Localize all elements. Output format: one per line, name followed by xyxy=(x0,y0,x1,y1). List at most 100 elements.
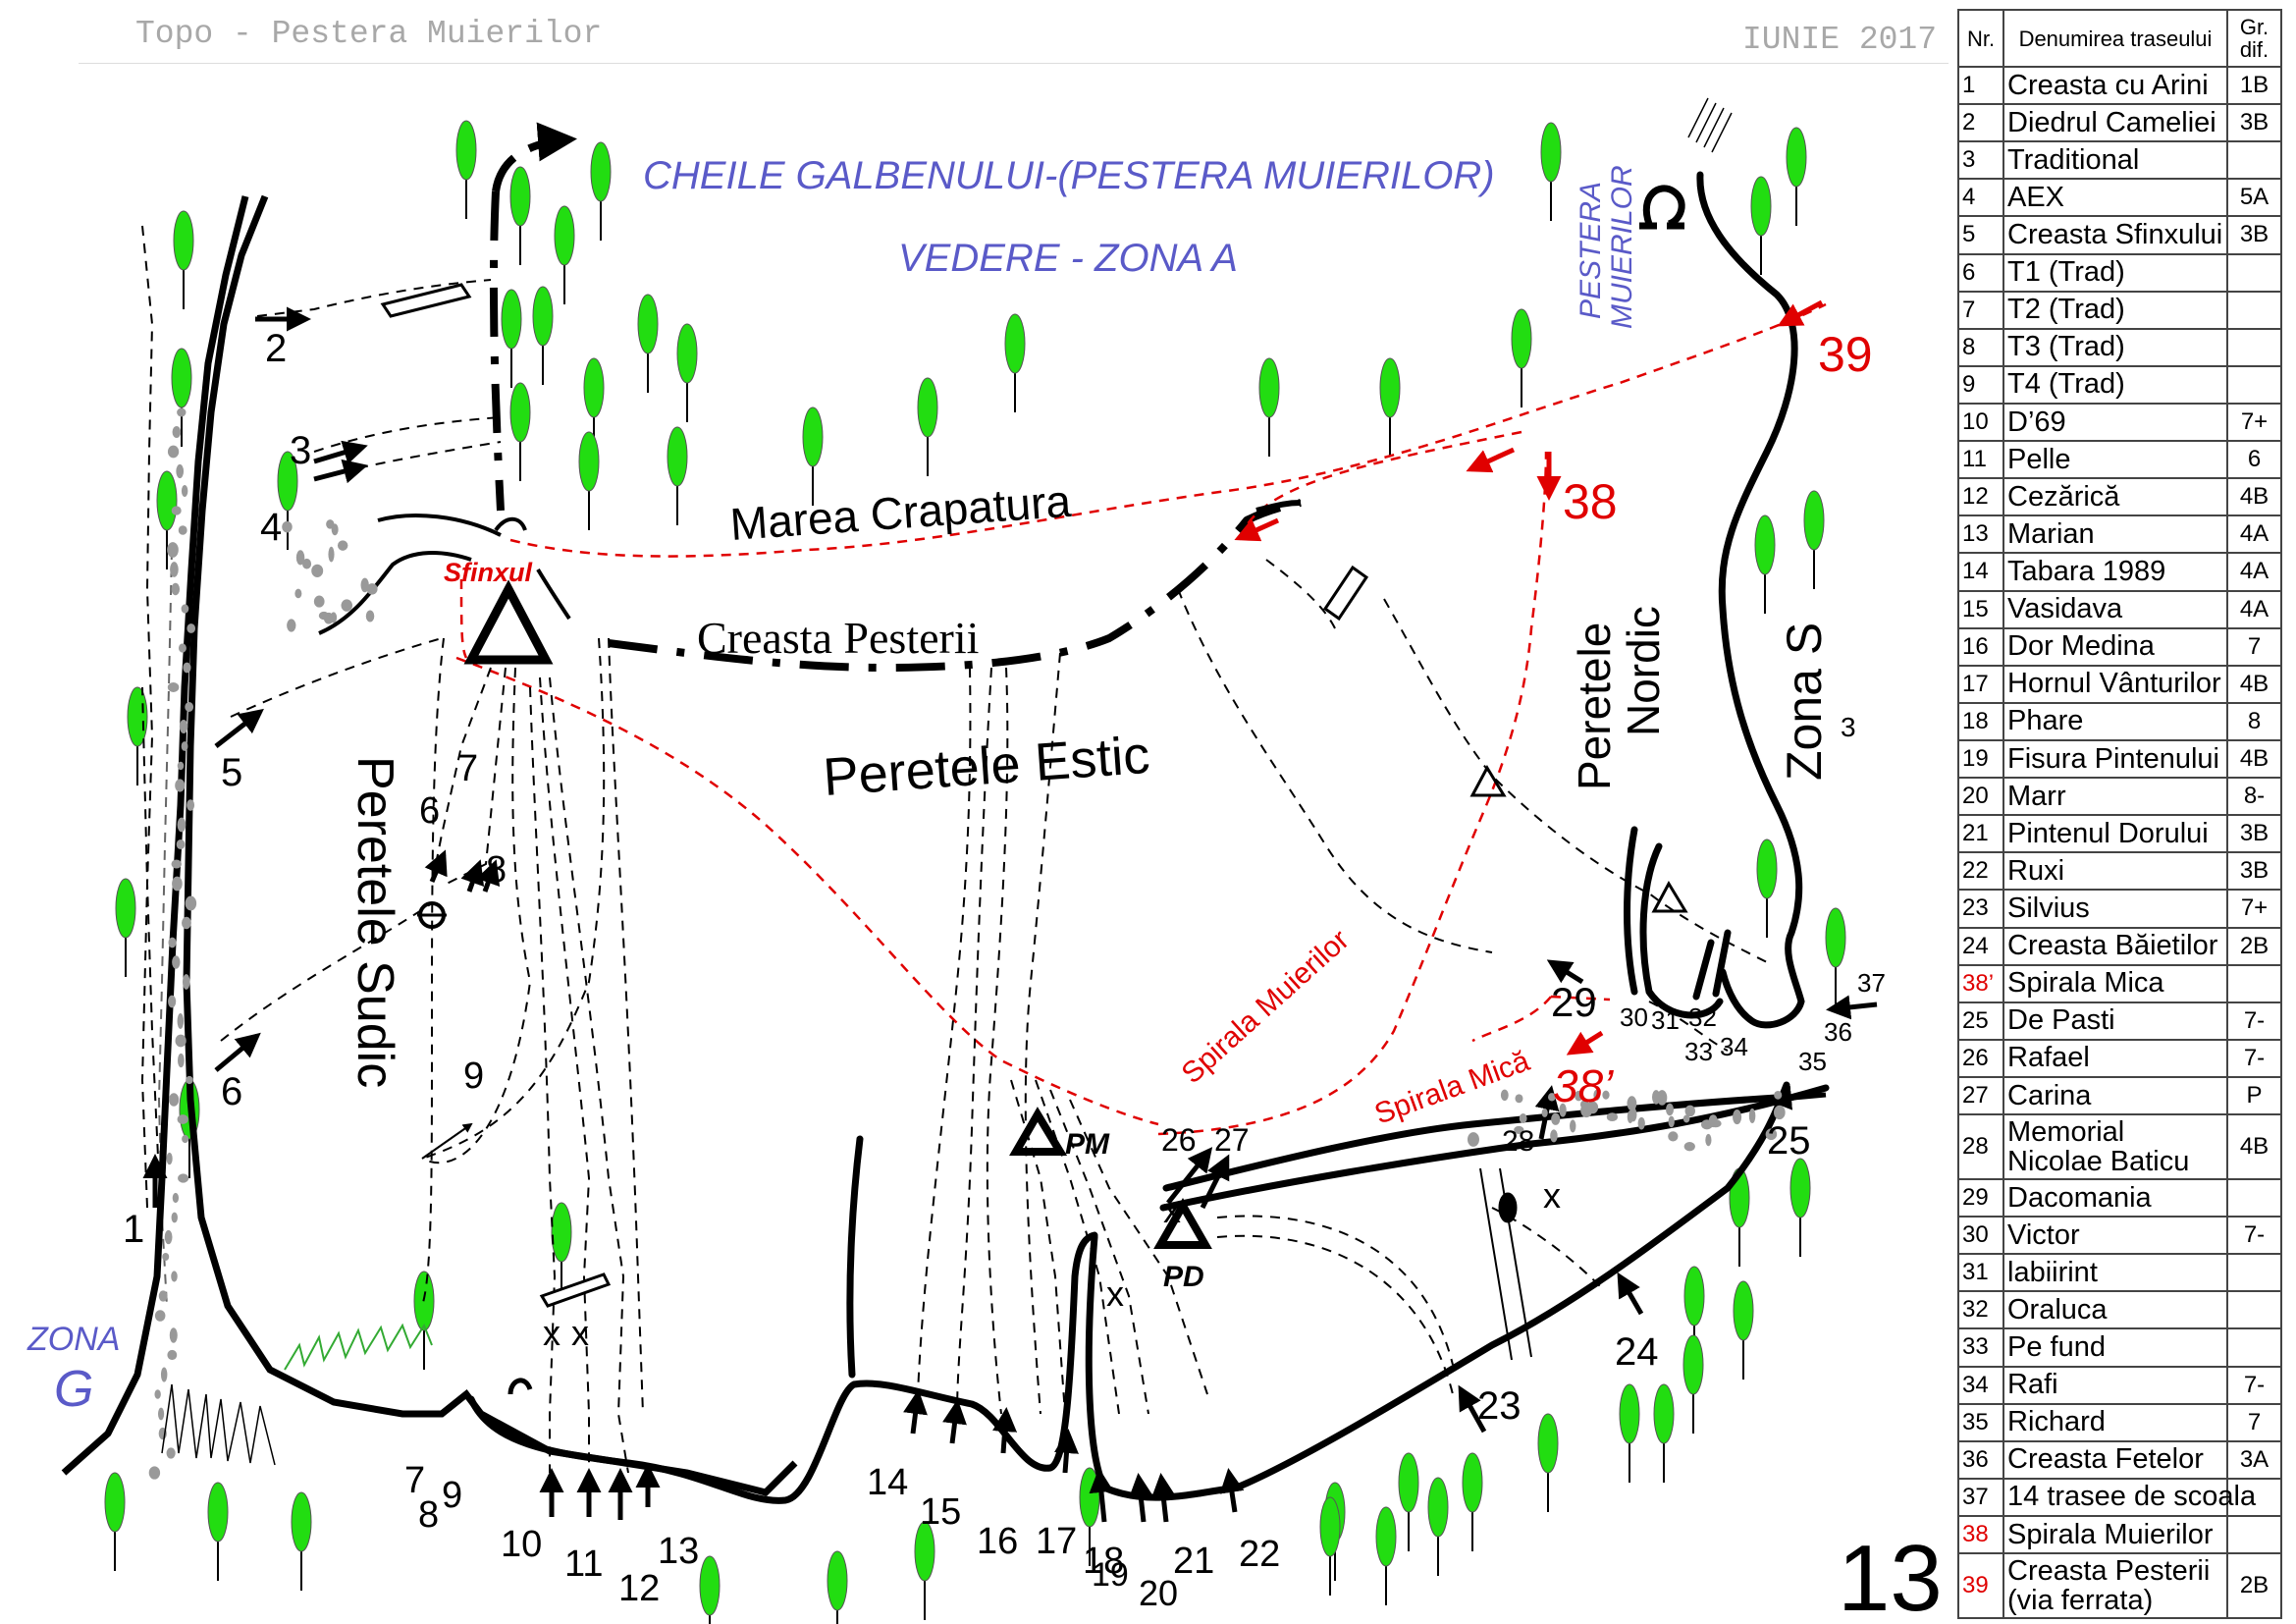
zona-g-label: ZONA xyxy=(27,1321,120,1358)
register-box-icon xyxy=(1322,565,1369,622)
scree-dot xyxy=(341,599,352,612)
route-nr-cell: 19 xyxy=(1957,738,2004,780)
route-number: 25 xyxy=(1767,1119,1811,1163)
scree-dot xyxy=(366,583,378,595)
route-name-cell: Cezărică xyxy=(2002,477,2228,517)
header-divider xyxy=(79,63,1949,64)
route-nr-cell: 18 xyxy=(1957,701,2004,741)
scree-dot xyxy=(177,1114,188,1124)
route-grade-cell: 3A xyxy=(2226,1439,2282,1480)
route-grade-cell xyxy=(2226,1253,2282,1293)
map-subtitle: VEDERE - ZONA A xyxy=(898,237,1238,280)
tree-icon xyxy=(1653,1383,1675,1483)
summit-boxes xyxy=(380,283,1532,1361)
scree-dot xyxy=(1774,1091,1783,1100)
header-grade: Gr. dif. xyxy=(2226,9,2282,68)
scree-dot xyxy=(294,588,302,599)
route-grade-cell: 7+ xyxy=(2226,889,2282,929)
scree-dot xyxy=(1550,1129,1558,1143)
route-name-cell: Fisura Pintenului xyxy=(2002,738,2228,780)
scree-dot xyxy=(1541,1108,1548,1117)
scree-dot xyxy=(168,937,177,948)
scree-dot xyxy=(154,1389,161,1399)
scree-dot xyxy=(172,425,182,439)
scree-dot xyxy=(302,558,312,569)
scree-dot xyxy=(1637,1116,1645,1130)
route-nr-cell: 27 xyxy=(1957,1075,2004,1116)
route-nr-cell: 37 xyxy=(1957,1477,2004,1517)
route-grade-cell: 4B xyxy=(2226,664,2282,704)
route-nr-cell: 30 xyxy=(1957,1216,2004,1256)
tree-icon xyxy=(1375,1506,1397,1605)
tree-icon xyxy=(277,451,298,550)
tree-icon xyxy=(156,470,178,569)
tree-icon xyxy=(1398,1452,1419,1551)
scree-dot xyxy=(175,779,186,792)
scree-dot xyxy=(1668,1131,1679,1142)
scree-dot xyxy=(1651,1090,1661,1105)
route-grade-cell: 3B xyxy=(2226,851,2282,892)
tree-icon xyxy=(501,289,522,388)
scree-dot xyxy=(1684,1105,1695,1117)
route-name-cell: AEX xyxy=(2002,178,2228,218)
tree-icon xyxy=(917,377,938,476)
scree-dot xyxy=(179,719,188,734)
scree-dot xyxy=(1765,1128,1778,1141)
creasta-pesterii-label: Creasta Pesterii xyxy=(697,613,979,663)
small-summit-icon xyxy=(1469,764,1507,797)
route-grade-cell: 7- xyxy=(2226,1001,2282,1041)
scree-dot xyxy=(176,463,185,479)
route-number: 26 xyxy=(1161,1122,1197,1158)
scree-dot xyxy=(1586,1101,1599,1114)
route-nr-cell: 36 xyxy=(1957,1439,2004,1480)
route-name-cell: Pelle xyxy=(2002,440,2228,480)
scree-dot xyxy=(282,520,293,533)
tree-icon xyxy=(827,1550,848,1624)
x-marker: x xyxy=(1543,1175,1561,1216)
route-number: 20 xyxy=(1139,1573,1178,1613)
route-number: 8 xyxy=(486,849,507,891)
route-name-cell: D’69 xyxy=(2002,402,2228,443)
scree-dot xyxy=(1551,1112,1561,1125)
route-name-cell: Victor xyxy=(2002,1216,2228,1256)
scree-dot xyxy=(162,1252,170,1262)
scree-dot xyxy=(154,1310,166,1322)
register-box-icon xyxy=(539,1272,612,1308)
scree-dot xyxy=(181,604,189,614)
red-route-labels: 39 38 38’ xyxy=(1553,327,1873,1111)
scree-dot xyxy=(1602,1090,1610,1100)
scree-dot xyxy=(360,577,369,593)
route-number: 1 xyxy=(123,1208,144,1251)
scree-dot xyxy=(182,1134,189,1144)
scree-dot xyxy=(181,485,188,497)
scree-dot xyxy=(1519,1113,1527,1123)
scree-dot xyxy=(167,682,180,692)
route-grade-cell: 7- xyxy=(2226,1038,2282,1078)
sfinxul-area xyxy=(318,500,1302,1395)
route-number: 29 xyxy=(1551,979,1597,1025)
route-number: 22 xyxy=(1239,1534,1280,1575)
tree-icon xyxy=(1756,839,1778,938)
scree-dot xyxy=(168,995,177,1008)
route-number: 7 xyxy=(457,748,478,789)
scree-dot xyxy=(172,1192,180,1204)
route-number: 6 xyxy=(419,790,440,832)
route-name-cell: Traditional xyxy=(2002,140,2228,181)
route-number: 12 xyxy=(618,1568,660,1609)
